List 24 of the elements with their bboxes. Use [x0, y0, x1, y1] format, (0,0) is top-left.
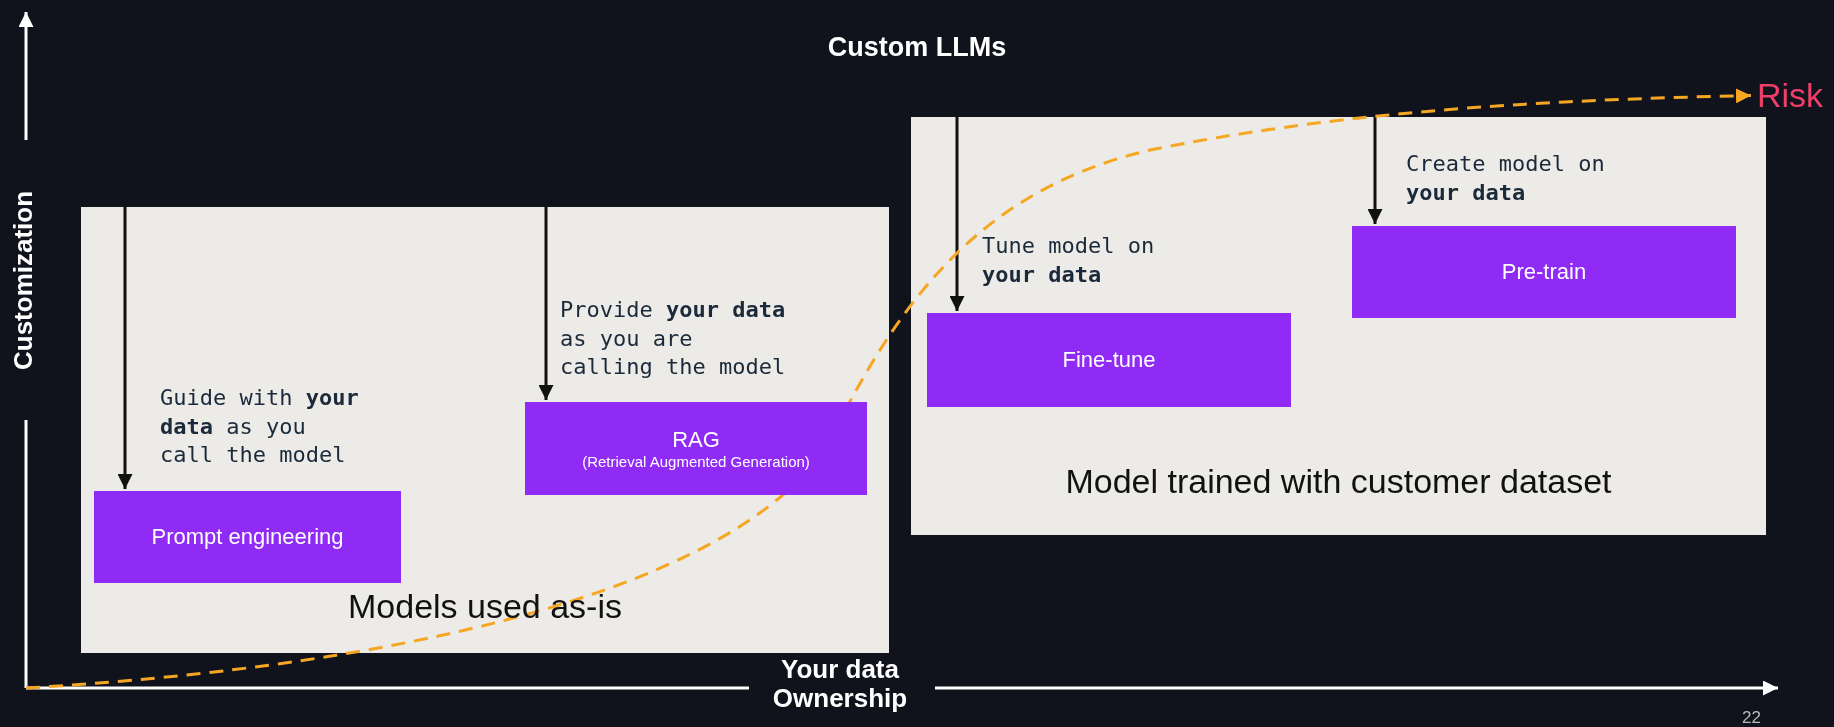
risk-label: Risk	[1757, 76, 1824, 115]
dashed-curve-arrow	[25, 88, 1752, 690]
arrow	[538, 207, 554, 400]
box-subtitle: (Retrieval Augmented Generation)	[582, 453, 810, 470]
arrow	[949, 117, 965, 311]
panel-title: Models used as-is	[347, 587, 623, 626]
arrow	[117, 207, 133, 489]
process-box	[525, 402, 867, 495]
annotation-text: Create model on your data	[1406, 150, 1606, 207]
axis-label: Customization	[8, 189, 39, 373]
process-box: Prompt engineering	[94, 491, 401, 583]
panel-title: Model trained with customer dataset	[1064, 462, 1613, 501]
annotation-text: Tune model on your data	[982, 232, 1156, 289]
group-panel	[81, 207, 889, 653]
annotation-text: Provide your data as you are calling the model	[560, 296, 787, 382]
axis-label: Your data Ownership	[771, 655, 909, 713]
box-title: RAG	[672, 427, 720, 453]
process-box: Fine-tune	[927, 313, 1291, 407]
arrow	[1367, 117, 1383, 224]
process-box: Pre-train	[1352, 226, 1736, 318]
title: Custom LLMs	[826, 32, 1008, 63]
page-number: 22	[1742, 708, 1761, 727]
annotation-text: Guide with your data as you call the model	[160, 384, 360, 470]
group-panel	[911, 117, 1766, 535]
